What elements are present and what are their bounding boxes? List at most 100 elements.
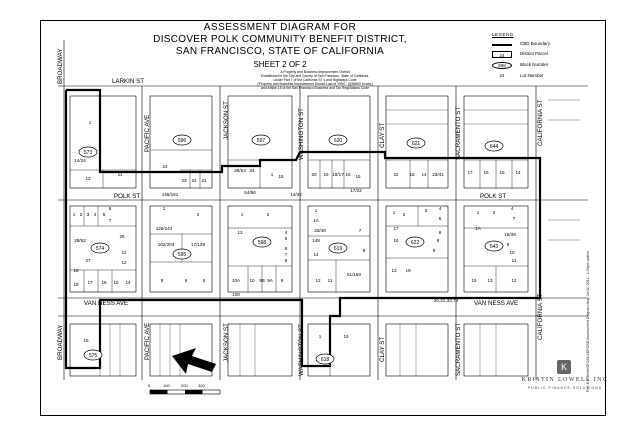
lot-number: 17 bbox=[87, 280, 93, 285]
block-oval bbox=[315, 353, 335, 365]
lot-number: 6 bbox=[109, 206, 112, 211]
block-number: 622 bbox=[411, 240, 420, 246]
lot-number: 6 bbox=[185, 278, 188, 283]
block-number: 643 bbox=[490, 244, 499, 250]
lot-number: 2 bbox=[403, 212, 406, 217]
lot-number: 16 bbox=[483, 170, 489, 175]
lot-number: 19 bbox=[405, 268, 411, 273]
subtitle-line-3: Under Part 7 of the California ST s and … bbox=[273, 78, 357, 82]
lot-number: 15 bbox=[471, 278, 477, 283]
lot-number: 51/150 bbox=[347, 272, 361, 277]
north-arrow bbox=[172, 348, 216, 374]
lot-number: 16 bbox=[393, 238, 399, 243]
street-label: CALIFORNIA ST bbox=[537, 99, 544, 146]
lot-number: 10A bbox=[232, 278, 241, 283]
street-label: CLAY ST bbox=[379, 337, 386, 362]
block-number: 618 bbox=[321, 357, 330, 363]
lot-number: 2 bbox=[197, 212, 200, 217]
lot-number: 9 bbox=[433, 248, 436, 253]
lot-number: 5 bbox=[439, 216, 442, 221]
street-label: JACKSON ST bbox=[223, 323, 230, 362]
lot-number: 128/144 bbox=[156, 226, 173, 231]
lot-number: 2 bbox=[493, 210, 496, 215]
street-label: LARKIN ST bbox=[112, 78, 144, 85]
block-number: 574 bbox=[96, 246, 105, 252]
scale-label: 300 bbox=[198, 383, 205, 388]
street-label: POLK ST bbox=[114, 193, 140, 200]
parcel-lines bbox=[70, 149, 528, 376]
lot-number: 5 bbox=[285, 236, 288, 241]
lot-number: 2 bbox=[267, 212, 270, 217]
street-grid bbox=[58, 40, 588, 380]
lot-number: 28/53 bbox=[234, 168, 246, 173]
lot-number: 4 bbox=[285, 230, 288, 235]
street-label: CALIFORNIA ST bbox=[537, 293, 544, 340]
street-label: VAN NESS AVE bbox=[474, 300, 518, 307]
block-oval bbox=[252, 236, 272, 248]
sheet-number: SHEET 2 OF 2 bbox=[253, 60, 307, 69]
lot-number: 33/48 bbox=[314, 228, 326, 233]
lot-number: 2 bbox=[80, 212, 83, 217]
block-number: 573 bbox=[84, 150, 93, 156]
cbd-boundary bbox=[64, 88, 542, 370]
lot-number: 1 bbox=[315, 208, 318, 213]
lot-number: 3 bbox=[425, 208, 428, 213]
lot-number: 19 bbox=[343, 334, 349, 339]
block-number: 619 bbox=[334, 246, 343, 252]
block-oval bbox=[328, 134, 348, 146]
lot-number: 13 bbox=[237, 230, 243, 235]
lot-number: 4 bbox=[439, 206, 442, 211]
subtitle-line-5: and Article 15 of the San Francisco Busi… bbox=[261, 86, 369, 90]
block-oval bbox=[78, 146, 98, 158]
lot-number: 1A bbox=[475, 226, 482, 231]
block-oval bbox=[405, 236, 425, 248]
title-line-2: DISCOVER POLK COMMUNITY BENEFIT DISTRICT… bbox=[153, 34, 407, 45]
lot-number: 15 bbox=[499, 170, 505, 175]
lot-number: 18 bbox=[73, 282, 79, 287]
lot-number: 19 bbox=[73, 268, 79, 273]
block-oval bbox=[83, 349, 103, 361]
lot-number: 8 bbox=[285, 258, 288, 263]
lot-number: 1 bbox=[73, 212, 76, 217]
lot-number: 22 bbox=[393, 172, 399, 177]
lot-number: 12 bbox=[85, 176, 91, 181]
lot-number: 14 bbox=[125, 280, 131, 285]
lot-number: 14/34 bbox=[74, 158, 86, 163]
scale-label: 0 bbox=[148, 383, 151, 388]
street-label: WASHINGTON ST bbox=[298, 108, 305, 160]
lot-number: 145/181 bbox=[162, 192, 179, 197]
block-oval bbox=[484, 240, 504, 252]
parcel-box-symbol: 24 bbox=[492, 51, 512, 58]
lot-number: 17/32 bbox=[350, 188, 362, 193]
lot-number: 11 bbox=[118, 172, 123, 177]
lot-number: 8 bbox=[363, 248, 366, 253]
legend-label: Block Number bbox=[520, 62, 549, 67]
lot-number: 1 bbox=[477, 210, 480, 215]
lot-number: 1 bbox=[319, 334, 322, 339]
lot-number: 21 bbox=[201, 178, 207, 183]
lot-number: 13 bbox=[391, 268, 397, 273]
lot-number: 7 bbox=[285, 252, 288, 257]
lot-number-symbol: 24 bbox=[499, 73, 505, 78]
lot-number: 5 bbox=[203, 278, 206, 283]
lot-number: 5 bbox=[103, 212, 106, 217]
lot-number: 6 bbox=[439, 230, 442, 235]
lot-number: 54/86 bbox=[244, 190, 256, 195]
legend-label: District Parcel bbox=[520, 51, 548, 56]
lot-number: 7 bbox=[359, 228, 362, 233]
legend-row-parcel: 24 District Parcel bbox=[492, 50, 582, 60]
lot-number: 14 bbox=[515, 170, 521, 175]
street-label: SACRAMENTO ST bbox=[455, 323, 462, 376]
street-label: PACIFIC AVE bbox=[144, 323, 151, 360]
lot-number: 162/203 bbox=[158, 242, 175, 247]
lot-number: 27 bbox=[85, 258, 91, 263]
lot-number: 19 bbox=[323, 172, 329, 177]
lot-number: 22 bbox=[191, 178, 197, 183]
lot-number: 14 bbox=[313, 252, 319, 257]
lot-number: 24 bbox=[249, 168, 255, 173]
subtitle-line-2: Established in the City and County of Sa… bbox=[261, 74, 369, 78]
subtitle-line-4: ("Property and Business Improvement Dist… bbox=[256, 82, 374, 86]
lot-number: 15 bbox=[409, 172, 415, 177]
